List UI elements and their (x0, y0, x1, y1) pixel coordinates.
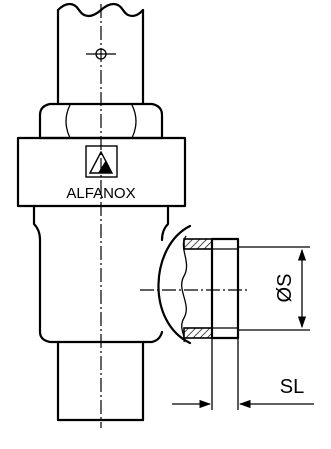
brand-label: ALFANOX (66, 185, 135, 202)
valve-body-lower (32, 204, 192, 345)
length-label: SL (280, 376, 304, 398)
lower-stem (56, 340, 145, 422)
diameter-label: ØS (274, 274, 296, 303)
length-dimension: SL (172, 338, 314, 410)
outlet-port (140, 235, 248, 343)
diameter-dimension: ØS (238, 246, 310, 331)
hex-nut (38, 102, 164, 140)
upper-tube (56, 2, 145, 106)
alfanox-logo-icon (85, 145, 118, 178)
valve-body-head: ALFANOX (16, 136, 187, 208)
